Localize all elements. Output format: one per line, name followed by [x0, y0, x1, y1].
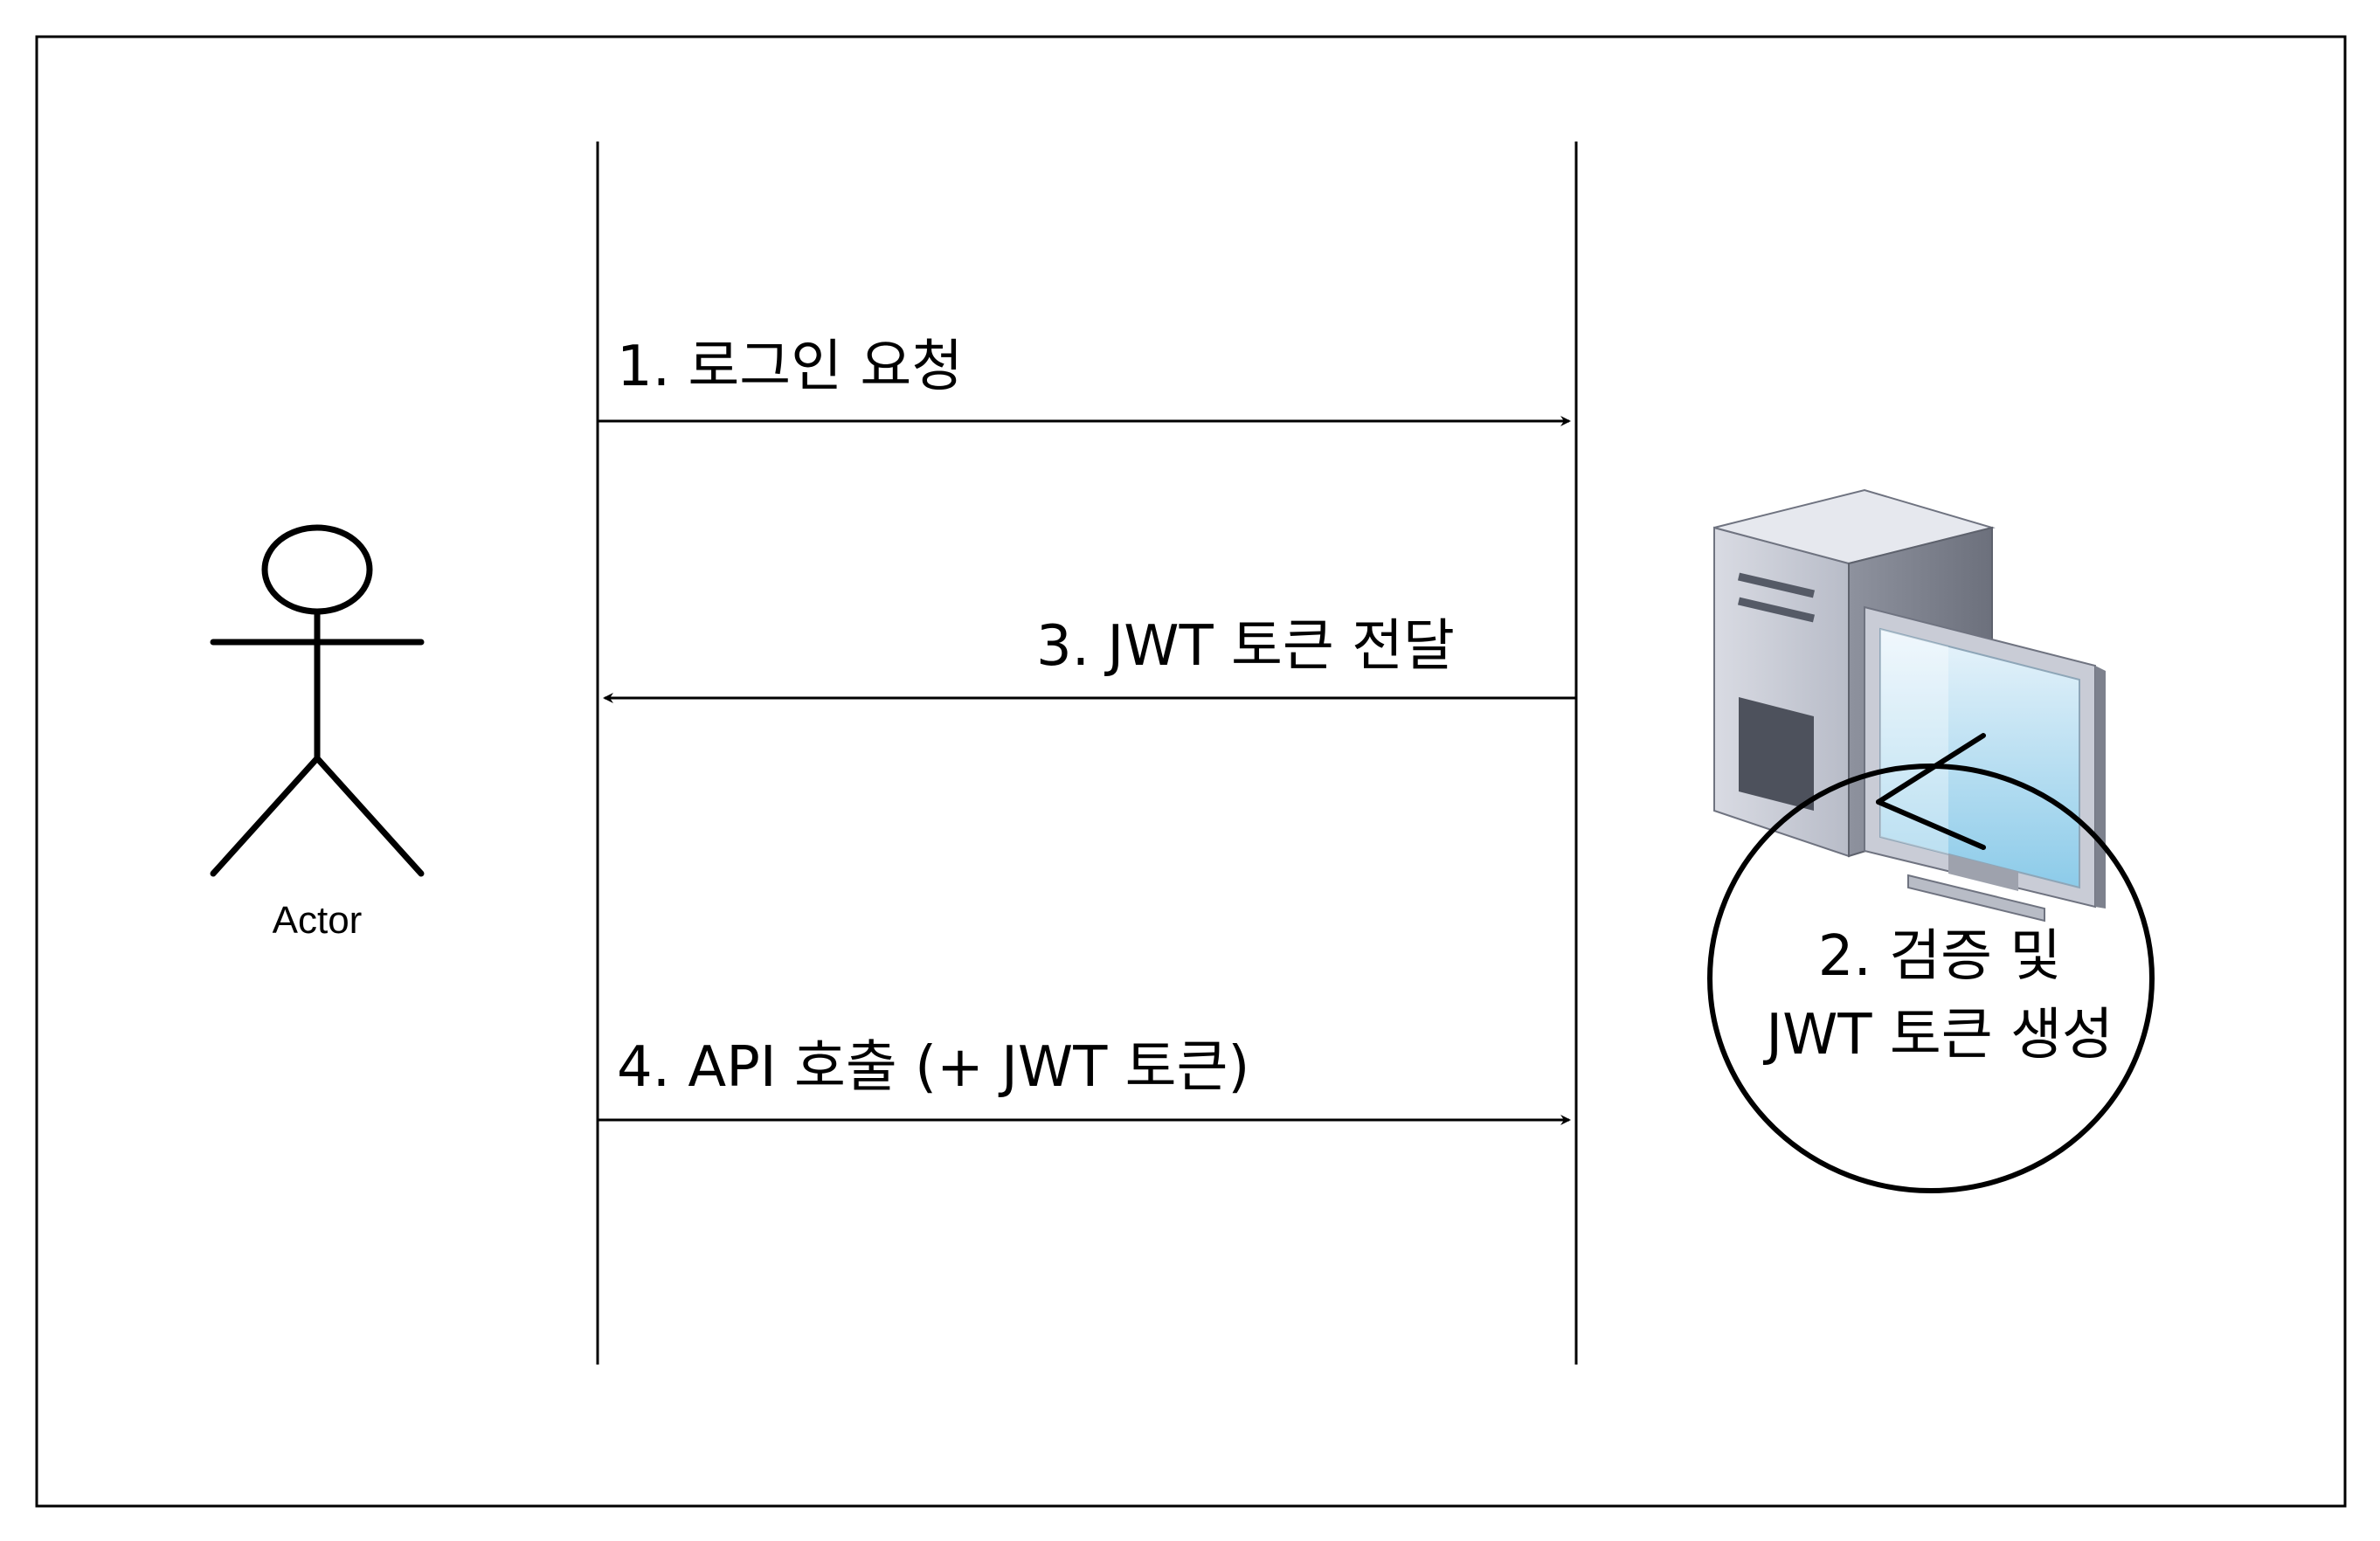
message-3-label: 3. JWT 토큰 전달 — [1036, 614, 1455, 679]
stick-figure-icon — [210, 524, 425, 877]
server-process-label: 2. 검증 및 JWT 토큰 생성 — [1712, 917, 2167, 1075]
actor-label: Actor — [272, 899, 363, 942]
server-computer-icon — [1713, 488, 2106, 923]
process-circle — [1707, 764, 2155, 1193]
message-1-label: 1. 로그인 요청 — [617, 335, 964, 399]
message-4-label: 4. API 호출 (+ JWT 토큰) — [617, 1035, 1250, 1100]
server-process-line-2: JWT 토큰 생성 — [1766, 1003, 2114, 1068]
server-process-line-1: 2. 검증 및 — [1817, 924, 2062, 989]
